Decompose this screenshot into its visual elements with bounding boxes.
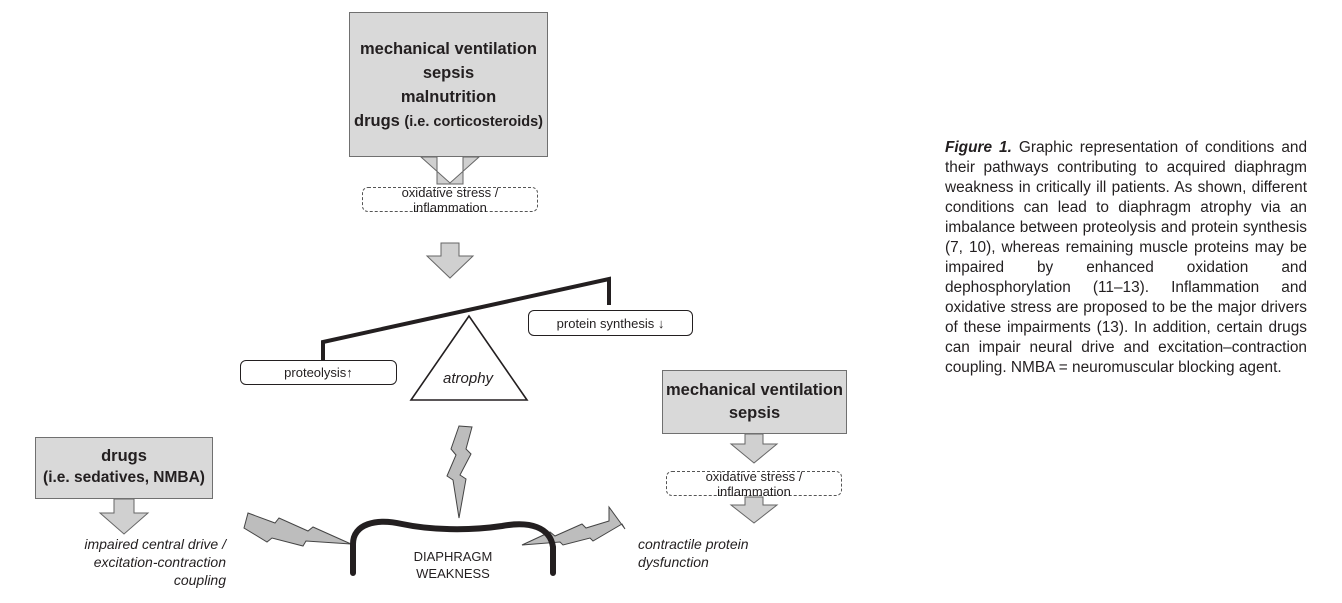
figure-caption-text: Graphic representation of conditions and… [945,139,1308,376]
cause-sepsis: sepsis [422,64,475,82]
left-drugs-note: (i.e. sedatives, NMBA) [43,469,205,486]
cause-mechanical-ventilation: mechanical ventilation [360,40,537,58]
protein-synthesis-label: protein synthesis ↓ [556,315,665,331]
causes-box-top: mechanical ventilation sepsis malnutriti… [349,12,548,157]
right-outcome-line1: contractile protein [638,536,749,552]
cause-drugs: drugs (i.e. corticosteroids) [350,109,547,134]
left-outcome-line1: impaired central drive / [84,536,226,552]
atrophy-label: atrophy [443,370,494,387]
left-outcome-line3: coupling [173,572,226,588]
lightning-bolt-vertical-icon [446,425,473,519]
diaphragm-label-line1: DIAPHRAGM [413,549,493,564]
right-outcome: contractile protein dysfunction [638,535,808,571]
stress-top-label: oxidative stress / inflammation [401,184,499,215]
right-cause-mechanical-ventilation: mechanical ventilation [666,381,843,399]
left-outcome: impaired central drive / excitation-cont… [34,535,226,589]
left-outcome-line2: excitation-contraction [93,554,226,570]
stress-right-label: oxidative stress / inflammation [705,468,803,499]
cause-malnutrition: malnutrition [400,88,497,106]
causes-box-left: drugs (i.e. sedatives, NMBA) [35,437,213,499]
causes-box-right: mechanical ventilation sepsis [662,370,847,434]
diaphragm-weakness-label: DIAPHRAGM WEAKNESS [378,548,528,582]
protein-synthesis-box: protein synthesis ↓ [528,310,693,336]
cause-drugs-note: (i.e. corticosteroids) [404,114,544,130]
right-cause-sepsis: sepsis [728,404,781,422]
arrow-down-top [419,156,481,185]
proteolysis-label: proteolysis↑ [284,365,353,380]
proteolysis-box: proteolysis↑ [240,360,397,385]
figure-label: Figure 1. [945,139,1012,156]
stress-box-right: oxidative stress / inflammation [666,468,842,499]
arrow-down-right-1 [729,433,779,464]
stress-box-top: oxidative stress / inflammation [362,184,538,215]
lightning-bolt-left-icon [243,512,352,547]
arrow-down-left [98,498,150,535]
diaphragm-label-line2: WEAKNESS [416,566,490,581]
diagram-shapes [98,156,779,576]
arrow-down-middle [425,242,475,279]
right-outcome-line2: dysfunction [638,554,709,570]
diaphragm-dome [350,518,556,576]
cause-drugs-label: drugs [353,112,400,130]
balance-beam [321,276,611,360]
left-drugs-title: drugs [101,447,147,465]
arrow-down-right-2 [729,496,779,524]
fulcrum-triangle [409,314,529,401]
figure-caption: Figure 1. Graphic representation of cond… [945,138,1307,378]
